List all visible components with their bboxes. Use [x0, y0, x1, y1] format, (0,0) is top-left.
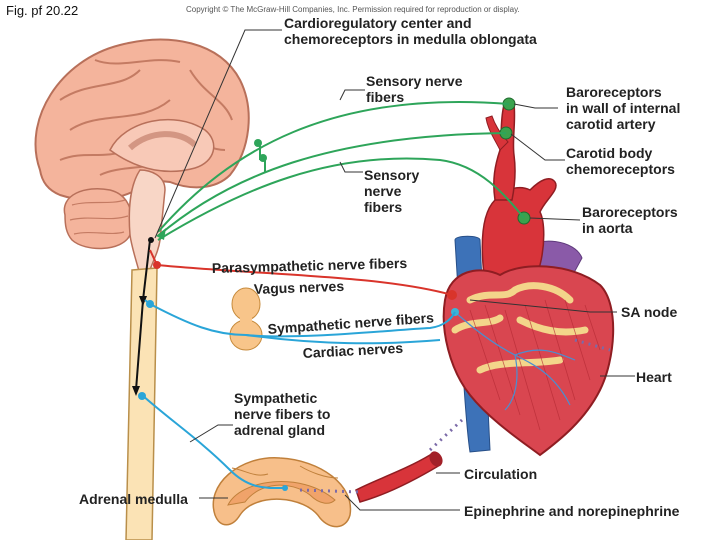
label-cardiac: Cardiac nerves — [302, 340, 403, 361]
adrenal-gland — [212, 457, 352, 528]
label-sympathetic-adrenal: Sympathetic nerve fibers to adrenal glan… — [234, 390, 331, 438]
dotted-connectors — [299, 338, 611, 494]
label-vagus: Vagus nerves — [254, 278, 345, 297]
leader-lines — [154, 29, 635, 511]
label-adrenal-medulla: Adrenal medulla — [79, 491, 188, 507]
carotid-artery — [493, 104, 516, 201]
label-cardioregulatory: Cardioregulatory center and chemorecepto… — [284, 15, 537, 47]
sympathetic-nerves — [138, 299, 456, 491]
label-circulation: Circulation — [464, 466, 538, 482]
brain-illustration — [34, 38, 250, 540]
label-parasympathetic: Parasympathetic nerve fibers — [212, 255, 408, 276]
circulation-vessel — [355, 451, 443, 503]
label-sa-node: SA node — [621, 304, 678, 320]
sensory-nerves — [156, 100, 525, 241]
parasympathetic-nerve — [149, 249, 453, 296]
label-baroreceptors-aorta: Baroreceptors in aorta — [582, 204, 678, 236]
label-heart: Heart — [636, 369, 672, 385]
figure-label: Fig. pf 20.22 — [6, 3, 79, 18]
label-epinephrine: Epinephrine and norepinephrine — [464, 503, 680, 519]
label-baroreceptors-carotid: Baroreceptors in wall of internal caroti… — [566, 84, 681, 132]
label-carotid-body: Carotid body chemoreceptors — [566, 145, 675, 177]
heart-illustration — [442, 97, 615, 457]
label-sensory-top: Sensory nerve fibers — [366, 73, 463, 105]
label-sensory-mid: Sensory nerve fibers — [364, 167, 420, 215]
sympathetic-ganglion — [229, 287, 263, 351]
copyright-notice: Copyright © The McGraw-Hill Companies, I… — [186, 5, 520, 14]
aorta — [481, 178, 557, 291]
spinal-cord — [125, 267, 158, 540]
